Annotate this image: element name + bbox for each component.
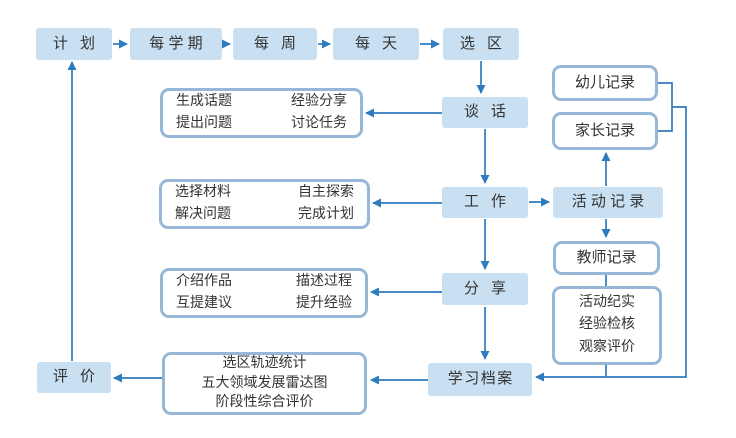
- talk-detail-box: 生成话题 经验分享 提出问题 讨论任务: [160, 88, 363, 138]
- work-detail-text: 完成计划: [298, 207, 354, 222]
- node-day-label: 每天: [354, 35, 409, 52]
- node-semester: 每学期: [130, 28, 222, 60]
- share-detail-text: 描述过程: [296, 273, 352, 289]
- node-parent-record: 家长记录: [552, 112, 658, 150]
- share-detail-text: 介绍作品: [176, 273, 232, 289]
- work-detail-box: 选择材料 自主探索 解决问题 完成计划: [159, 179, 370, 229]
- evaluation-line: 五大领域发展雷达图: [201, 375, 328, 391]
- node-parent-record-label: 家长记录: [574, 122, 635, 139]
- node-day: 每天: [333, 28, 419, 60]
- node-plan: 计划: [36, 28, 112, 60]
- work-detail-text: 选择材料: [175, 184, 231, 200]
- node-activity-record: 活动记录: [553, 187, 663, 218]
- records-line: 活动纪实: [579, 294, 635, 310]
- work-detail-text: 自主探索: [298, 184, 354, 200]
- records-line: 经验检核: [579, 317, 635, 333]
- evaluation-line: 选区轨迹统计: [222, 355, 307, 371]
- node-area-label: 选区: [459, 35, 514, 52]
- records-line: 观察评价: [579, 339, 635, 355]
- node-portfolio-label: 学习档案: [447, 371, 514, 387]
- node-portfolio: 学习档案: [428, 363, 532, 396]
- node-talk-label: 谈话: [463, 104, 518, 120]
- node-evaluate-label: 评价: [52, 369, 107, 385]
- evaluation-line: 阶段性综合评价: [215, 395, 314, 411]
- node-week-label: 每周: [253, 35, 308, 52]
- node-child-record: 幼儿记录: [552, 65, 658, 101]
- node-evaluate: 评价: [37, 362, 111, 393]
- node-work-label: 工作: [463, 194, 518, 210]
- node-area: 选区: [443, 28, 519, 60]
- evaluation-detail-box: 选区轨迹统计 五大领域发展雷达图 阶段性综合评价: [162, 352, 367, 415]
- node-plan-label: 计划: [52, 35, 107, 52]
- records-detail-box: 活动纪实 经验检核 观察评价: [552, 286, 662, 365]
- node-child-record-label: 幼儿记录: [574, 74, 635, 91]
- node-activity-record-label: 活动记录: [571, 194, 649, 210]
- work-detail-text: 解决问题: [175, 207, 231, 222]
- share-detail-text: 提升经验: [296, 296, 352, 311]
- talk-detail-text: 生成话题: [176, 93, 232, 109]
- node-week: 每周: [233, 28, 317, 60]
- node-share-label: 分享: [463, 280, 518, 297]
- talk-detail-text: 提出问题: [176, 116, 232, 131]
- talk-detail-text: 经验分享: [291, 93, 347, 109]
- share-detail-box: 介绍作品 描述过程 互提建议 提升经验: [160, 268, 368, 318]
- node-talk: 谈话: [442, 97, 528, 128]
- node-semester-label: 每学期: [149, 35, 207, 52]
- share-detail-text: 互提建议: [176, 296, 232, 311]
- node-work: 工作: [442, 187, 528, 218]
- node-teacher-record-label: 教师记录: [576, 249, 637, 266]
- talk-detail-text: 讨论任务: [291, 116, 347, 131]
- node-teacher-record: 教师记录: [553, 241, 660, 275]
- node-share: 分享: [442, 273, 528, 305]
